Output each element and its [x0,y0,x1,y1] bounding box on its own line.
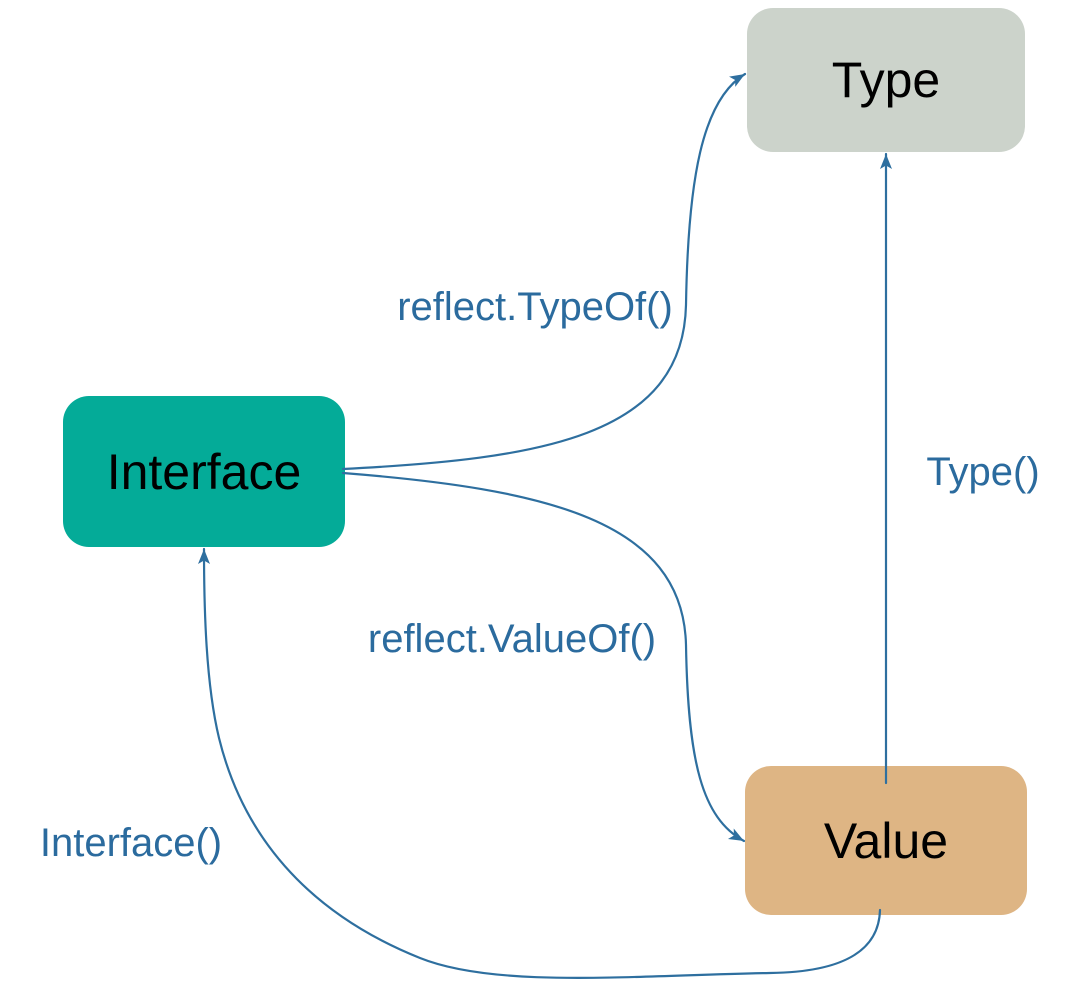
interface-box-label: Interface [107,444,302,500]
edge-label-type-method: Type() [926,450,1039,494]
type-box-label: Type [832,52,940,108]
edge-label-reflect-typeof: reflect.TypeOf() [397,285,673,329]
edge-interface-method [198,547,882,979]
node-interface: Interface [63,396,345,547]
edge-label-reflect-valueof: reflect.ValueOf() [368,617,656,661]
edge-label-interface-method: Interface() [40,821,222,865]
node-value: Value [745,766,1027,915]
type-box [747,8,1025,152]
node-type: Type [747,8,1025,152]
value-box [745,766,1027,915]
value-box-label: Value [824,813,948,869]
edge-reflect-valueof [341,471,746,843]
interface-box [63,396,345,547]
edge-reflect-typeof [341,72,747,471]
